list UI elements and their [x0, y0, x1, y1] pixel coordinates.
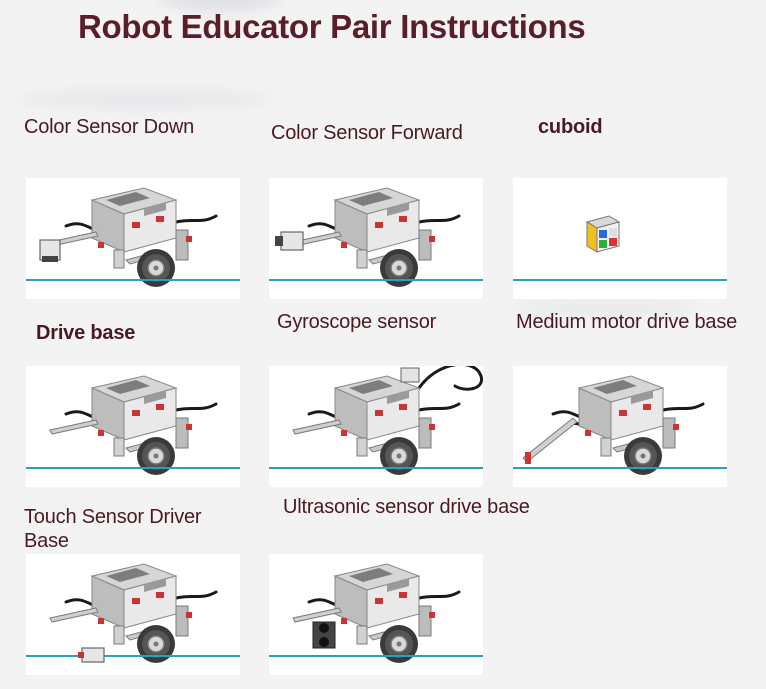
front-arm-icon [522, 417, 578, 464]
robot-image [269, 563, 483, 663]
decorative-blob [160, 0, 280, 12]
wheel-icon [137, 249, 175, 287]
model-card-medium-motor-drive-base[interactable] [513, 366, 727, 487]
ev3-brick-icon [577, 375, 665, 441]
wheel-icon [624, 437, 662, 475]
robot-image [26, 187, 240, 287]
robot-image [269, 187, 483, 287]
model-label: Touch Sensor Driver Base [24, 506, 202, 552]
rear-arm-icon [292, 419, 342, 435]
ev3-brick-icon [333, 563, 421, 629]
model-label: cuboid [538, 116, 603, 138]
model-card-drive-base[interactable] [26, 366, 240, 487]
color-sensor-icon [39, 239, 61, 262]
model-card-gyroscope-sensor[interactable] [269, 366, 483, 487]
cuboid-icon [585, 215, 621, 253]
cuboid-image [513, 215, 727, 281]
robot-image [269, 366, 483, 475]
wheel-icon [380, 437, 418, 475]
robot-image [26, 375, 240, 475]
model-label: Color Sensor Down [24, 116, 195, 138]
touch-sensor-icon [78, 647, 105, 663]
gyro-sensor-icon [400, 367, 420, 383]
rear-arm-icon [49, 419, 99, 435]
ev3-brick-icon [333, 375, 421, 441]
decorative-blob [515, 300, 695, 314]
model-label: Gyroscope sensor [277, 311, 437, 333]
ev3-brick-icon [90, 375, 178, 441]
wheel-icon [137, 437, 175, 475]
ev3-brick-icon [333, 187, 421, 253]
model-card-ultrasonic-sensor-drive-base[interactable] [269, 554, 483, 675]
ev3-brick-icon [90, 187, 178, 253]
model-card-touch-sensor-driver-base[interactable] [26, 554, 240, 675]
robot-image [513, 375, 727, 475]
rear-arm-icon [49, 607, 99, 623]
rear-arm-icon [292, 607, 342, 623]
model-label: Medium motor drive base [516, 311, 738, 333]
wheel-icon [137, 625, 175, 663]
ultrasonic-sensor-icon [312, 621, 336, 649]
model-card-color-sensor-forward[interactable] [269, 178, 483, 299]
model-card-cuboid[interactable] [513, 178, 727, 299]
ev3-brick-icon [90, 563, 178, 629]
color-sensor-icon [275, 231, 304, 251]
wheel-icon [380, 625, 418, 663]
page-title: Robot Educator Pair Instructions [78, 8, 586, 45]
model-label: Drive base [36, 322, 136, 344]
wheel-icon [380, 249, 418, 287]
model-card-color-sensor-down[interactable] [26, 178, 240, 299]
decorative-blob [20, 90, 270, 108]
robot-image [26, 563, 240, 663]
beam-icon [98, 417, 192, 457]
model-label: Ultrasonic sensor drive base [283, 496, 530, 518]
model-label: Color Sensor Forward [271, 122, 463, 144]
